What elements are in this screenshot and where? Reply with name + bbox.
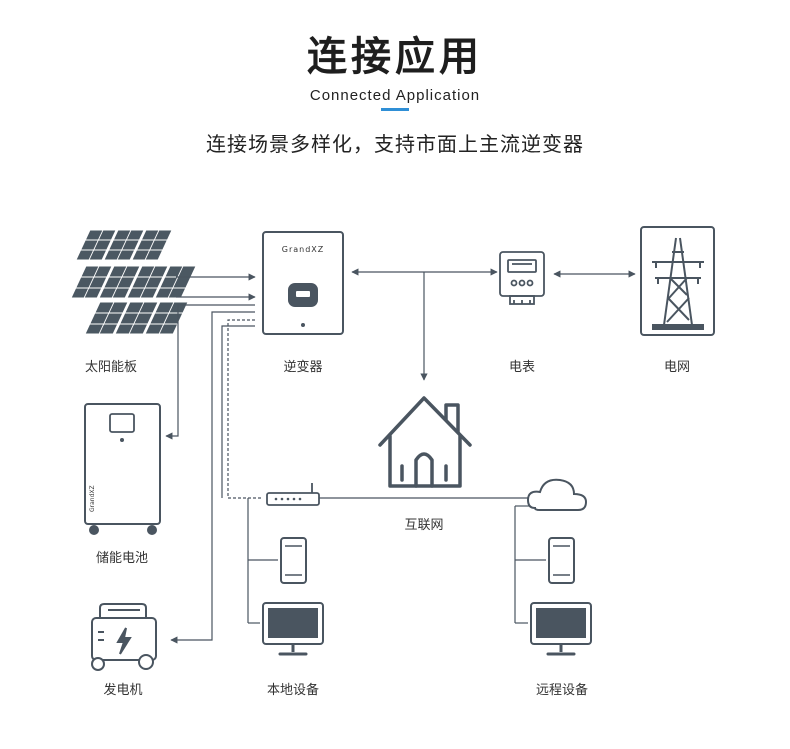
- remote-monitor-icon: [530, 602, 592, 656]
- router-icon: [266, 483, 320, 506]
- label-internet: 互联网: [404, 518, 444, 533]
- accent-underline: [381, 108, 409, 111]
- label-generator: 发电机: [103, 683, 143, 698]
- inverter-brand: GrandXZ: [282, 245, 325, 254]
- local-monitor-icon: [262, 602, 324, 656]
- meter-icon: [499, 251, 545, 305]
- local-phone-icon: [280, 537, 307, 584]
- label-remote-devices: 远程设备: [535, 683, 588, 698]
- label-battery: 储能电池: [95, 551, 148, 566]
- page-title: 连接应用: [307, 34, 483, 80]
- label-meter: 电表: [508, 360, 535, 375]
- label-local-devices: 本地设备: [266, 683, 319, 698]
- battery-brand: GrandXZ: [89, 485, 96, 512]
- connection-lines: [165, 268, 636, 644]
- cloud-icon: [526, 478, 588, 511]
- solar-panel-icon: [70, 229, 197, 335]
- label-inverter: 逆变器: [283, 360, 323, 375]
- inverter-icon: GrandXZ: [262, 231, 344, 335]
- battery-icon: GrandXZ: [84, 403, 161, 535]
- page-subtitle: Connected Application: [309, 87, 481, 104]
- generator-icon: [91, 603, 157, 671]
- power-tower-icon: [640, 226, 715, 336]
- label-solar: 太阳能板: [84, 360, 137, 375]
- label-grid: 电网: [663, 360, 690, 375]
- remote-phone-icon: [548, 537, 575, 584]
- page-tagline: 连接场景多样化，支持市面上主流逆变器: [206, 132, 584, 156]
- house-icon: [378, 396, 472, 488]
